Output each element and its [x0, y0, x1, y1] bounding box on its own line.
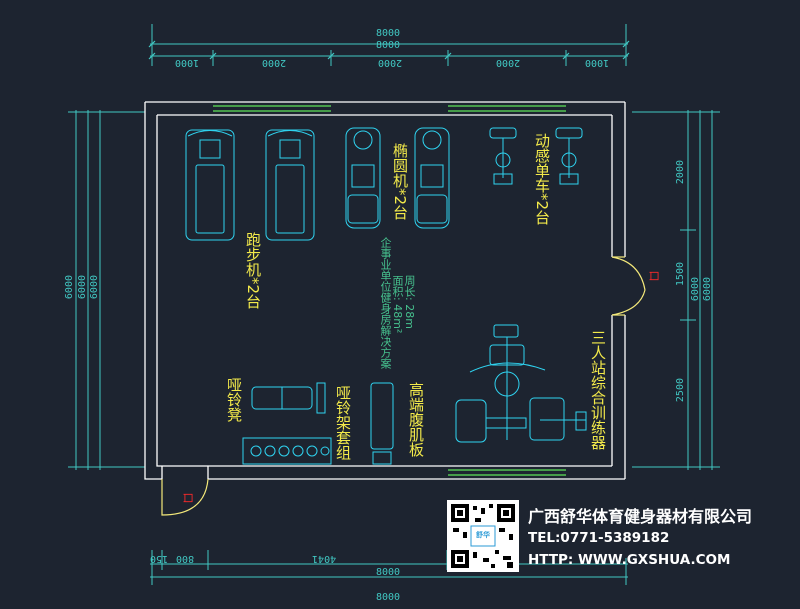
dumbbell-rack: [242, 437, 332, 465]
dim-right-seg-1: 2000: [675, 160, 686, 185]
dimension-lines: [68, 24, 720, 585]
bike-1: [489, 127, 517, 185]
plan-note-perimeter: 周长: 28m: [403, 275, 416, 329]
dim-right-seg-3: 2500: [675, 378, 686, 403]
walls: [144, 101, 626, 480]
company-url: HTTP: WWW.GXSHUA.COM: [528, 552, 731, 568]
dim-top-seg-2: 2000: [262, 57, 287, 68]
dim-top-seg-1: 1000: [175, 57, 200, 68]
treadmill-1: [185, 129, 235, 241]
plan-note-title: 企事业单位健身房解决方案: [379, 237, 392, 369]
door-mark-right: 口: [647, 270, 661, 282]
dim-top-seg-3: 2000: [378, 57, 403, 68]
doors: [161, 256, 646, 516]
label-dumbbell-rack: 哑铃架套组: [334, 385, 352, 460]
dim-bottom-seg-3: 4041: [312, 553, 337, 564]
equipment-drawings: [185, 127, 587, 465]
label-bike: 动感单车*2台: [533, 133, 551, 226]
dim-top-total-2: 8000: [376, 40, 401, 51]
label-elliptical: 椭圆机*2台: [391, 143, 409, 221]
dimension-ticks: [148, 40, 630, 60]
dim-bottom-seg-2: 800: [176, 553, 195, 564]
dim-top-total-1: 8000: [376, 28, 401, 39]
label-dumbbell-bench: 哑铃凳: [225, 377, 243, 422]
dim-right-total-1: 6000: [690, 277, 701, 302]
treadmill-2: [265, 129, 315, 241]
elliptical-2: [414, 127, 450, 229]
elliptical-1: [345, 127, 381, 229]
company-tel: TEL:0771-5389182: [528, 530, 670, 546]
dumbbell-bench: [251, 382, 326, 414]
dim-top-seg-5: 1000: [585, 57, 610, 68]
qr-logo: 舒华: [476, 531, 490, 539]
dim-bottom-seg-1: 150: [150, 553, 169, 564]
situp-board: [370, 382, 394, 465]
dim-left-2: 6000: [77, 275, 88, 300]
qr-code: 舒华: [447, 500, 519, 572]
label-situp-board: 高端腹肌板: [407, 382, 425, 457]
dim-bottom-total-2: 8000: [376, 592, 401, 603]
dim-right-total-2: 6000: [702, 277, 713, 302]
label-multi-trainer: 三人站综合训练器: [589, 330, 607, 450]
dim-right-seg-2: 1500: [675, 262, 686, 287]
dim-top-seg-4: 2000: [496, 57, 521, 68]
multi-station-trainer: [455, 324, 587, 443]
bike-2: [555, 127, 583, 185]
dim-left-1: 6000: [64, 275, 75, 300]
windows: [213, 105, 566, 476]
door-mark-left: 口: [181, 492, 195, 504]
dim-bottom-total-1: 8000: [376, 567, 401, 578]
company-name: 广西舒华体育健身器材有限公司: [528, 507, 753, 526]
dim-left-3: 6000: [89, 275, 100, 300]
label-treadmill: 跑步机*2台: [244, 232, 262, 310]
plan-note-area: 面积: 48m²: [391, 275, 404, 334]
